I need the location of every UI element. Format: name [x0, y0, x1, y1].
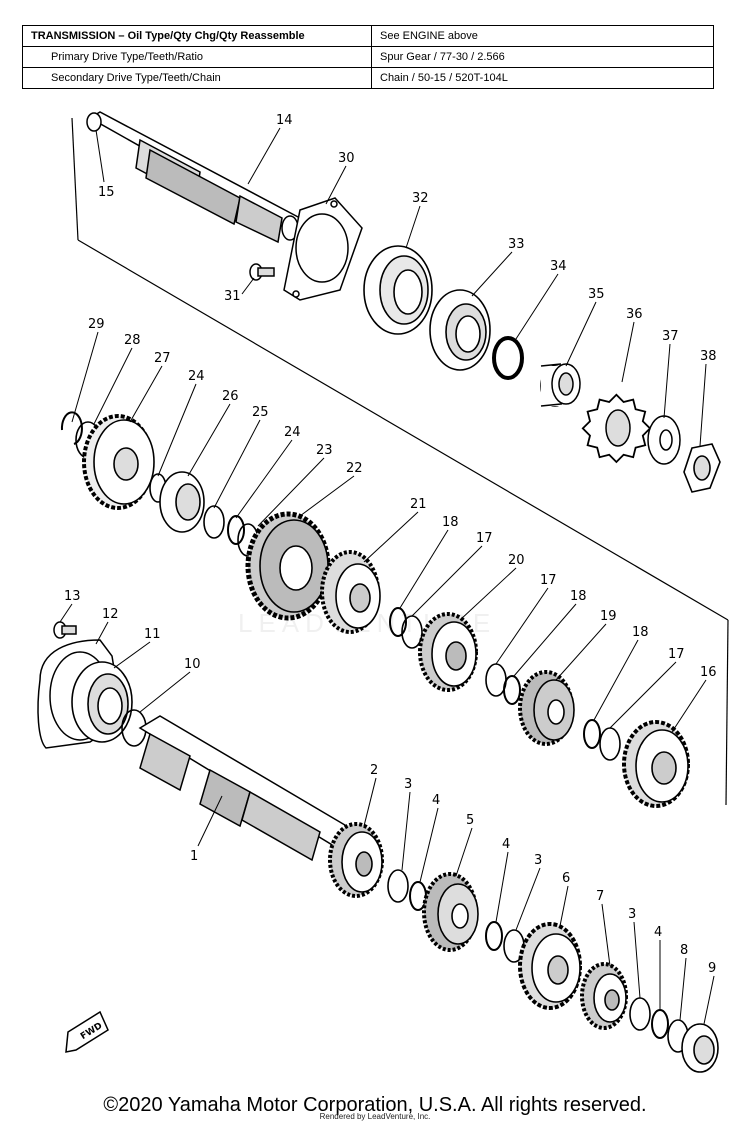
callout-17b: 17	[540, 573, 557, 588]
callout-3c: 3	[628, 907, 636, 922]
forward-arrow-icon: FWD	[65, 1010, 109, 1053]
collar	[540, 363, 581, 407]
callout-27: 27	[154, 351, 171, 366]
callout-24a: 24	[188, 369, 205, 384]
bearing-11	[71, 661, 133, 743]
circlip-24	[227, 515, 245, 545]
assembly-outline	[71, 117, 729, 806]
gear-16	[622, 720, 690, 808]
gear-2	[328, 822, 384, 898]
callout-2: 2	[370, 763, 378, 778]
drive-axle-shaft	[138, 715, 352, 862]
washer-3c	[629, 997, 651, 1031]
gear-6	[518, 922, 582, 1010]
callout-26: 26	[222, 389, 239, 404]
gear-22	[245, 511, 331, 621]
callout-37: 37	[662, 329, 679, 344]
callout-5: 5	[466, 813, 474, 828]
callout-34: 34	[550, 259, 567, 274]
callout-8: 8	[680, 943, 688, 958]
gear-21	[320, 550, 381, 634]
spec-value: Chain / 50-15 / 520T-104L	[371, 67, 714, 89]
callout-13: 13	[64, 589, 81, 604]
callout-23: 23	[316, 443, 333, 458]
circlip-18c	[583, 719, 601, 749]
rendered-by-note: Rendered by LeadVenture, Inc.	[319, 1112, 431, 1121]
gear-5	[422, 872, 479, 952]
callout-7: 7	[596, 889, 604, 904]
callout-12: 12	[102, 607, 119, 622]
callout-4a: 4	[432, 793, 440, 808]
callouts: 14 15 30 32 31 33 34 35 36 37 38 29 28 2…	[64, 113, 717, 976]
callout-18c: 18	[632, 625, 649, 640]
circlip-18b	[503, 675, 521, 705]
o-ring	[492, 336, 524, 380]
callout-9: 9	[708, 961, 716, 976]
circlip-18a	[389, 607, 407, 637]
callout-17c: 17	[668, 647, 685, 662]
screw	[249, 263, 275, 281]
callout-17a: 17	[476, 531, 493, 546]
callout-6: 6	[562, 871, 570, 886]
callout-38: 38	[700, 349, 717, 364]
callout-3a: 3	[404, 777, 412, 792]
main-axle-shaft	[86, 111, 302, 244]
oil-seal-33	[429, 289, 491, 371]
bearing-9	[681, 1023, 719, 1073]
callout-31: 31	[224, 289, 241, 304]
callout-11: 11	[144, 627, 161, 642]
spec-row: Secondary Drive Type/Teeth/Chain Chain /…	[22, 67, 714, 89]
washer-3a	[387, 869, 409, 903]
washer-17b	[485, 663, 507, 697]
callout-22: 22	[346, 461, 363, 476]
gear-7	[580, 962, 628, 1030]
callout-3b: 3	[534, 853, 542, 868]
callout-20: 20	[508, 553, 525, 568]
gear-27	[82, 414, 155, 510]
screw-13	[53, 621, 77, 639]
callout-4c: 4	[654, 925, 662, 940]
callout-33: 33	[508, 237, 525, 252]
callout-35: 35	[588, 287, 605, 302]
circlip-4b	[485, 921, 503, 951]
nut	[683, 443, 721, 493]
gear-19	[518, 670, 575, 746]
callout-32: 32	[412, 191, 429, 206]
callout-15: 15	[98, 185, 115, 200]
spec-table: TRANSMISSION – Oil Type/Qty Chg/Qty Reas…	[22, 25, 714, 89]
bearing-26	[159, 471, 205, 533]
lock-washer	[647, 415, 681, 465]
spec-label: Secondary Drive Type/Teeth/Chain	[22, 67, 372, 89]
callout-14: 14	[276, 113, 293, 128]
callout-16: 16	[700, 665, 717, 680]
callout-4b: 4	[502, 837, 510, 852]
leader-lines	[59, 127, 715, 1025]
copyright-notice: ©2020 Yamaha Motor Corporation, U.S.A. A…	[103, 1094, 647, 1116]
callout-18a: 18	[442, 515, 459, 530]
callout-10: 10	[184, 657, 201, 672]
callout-21: 21	[410, 497, 427, 512]
bearing-32	[363, 245, 433, 335]
callout-19: 19	[600, 609, 617, 624]
oil-seal-plate	[283, 197, 363, 301]
callout-24b: 24	[284, 425, 301, 440]
callout-36: 36	[626, 307, 643, 322]
callout-1: 1	[190, 849, 198, 864]
callout-30: 30	[338, 151, 355, 166]
circlip-29	[60, 411, 83, 445]
callout-25: 25	[252, 405, 269, 420]
washer-25	[203, 505, 225, 539]
callout-28: 28	[124, 333, 141, 348]
washer-17c	[599, 727, 621, 761]
callout-29: 29	[88, 317, 105, 332]
gear-20	[418, 612, 478, 692]
circlip-4c	[651, 1009, 669, 1039]
drive-sprocket	[581, 393, 652, 464]
callout-18b: 18	[570, 589, 587, 604]
